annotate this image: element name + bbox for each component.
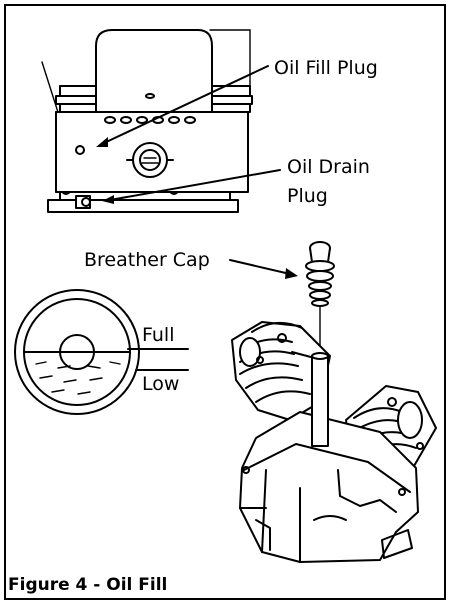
compressor-pump-illustration (231, 321, 437, 563)
oil-fill-plug-label: Oil Fill Plug (274, 57, 378, 79)
breather-cap-label: Breather Cap (84, 249, 210, 271)
oil-drain-plug-label-line1: Oil Drain (287, 156, 370, 178)
gauge-low-label: Low (142, 373, 179, 395)
figure-caption: Figure 4 - Oil Fill (8, 575, 167, 595)
oil-drain-plug-label-line2: Plug (287, 185, 328, 207)
oil-level-gauge-illustration (14, 289, 189, 415)
gauge-full-label: Full (142, 324, 175, 346)
breather-cap-illustration (229, 241, 335, 357)
compressor-head-illustration (41, 29, 281, 213)
